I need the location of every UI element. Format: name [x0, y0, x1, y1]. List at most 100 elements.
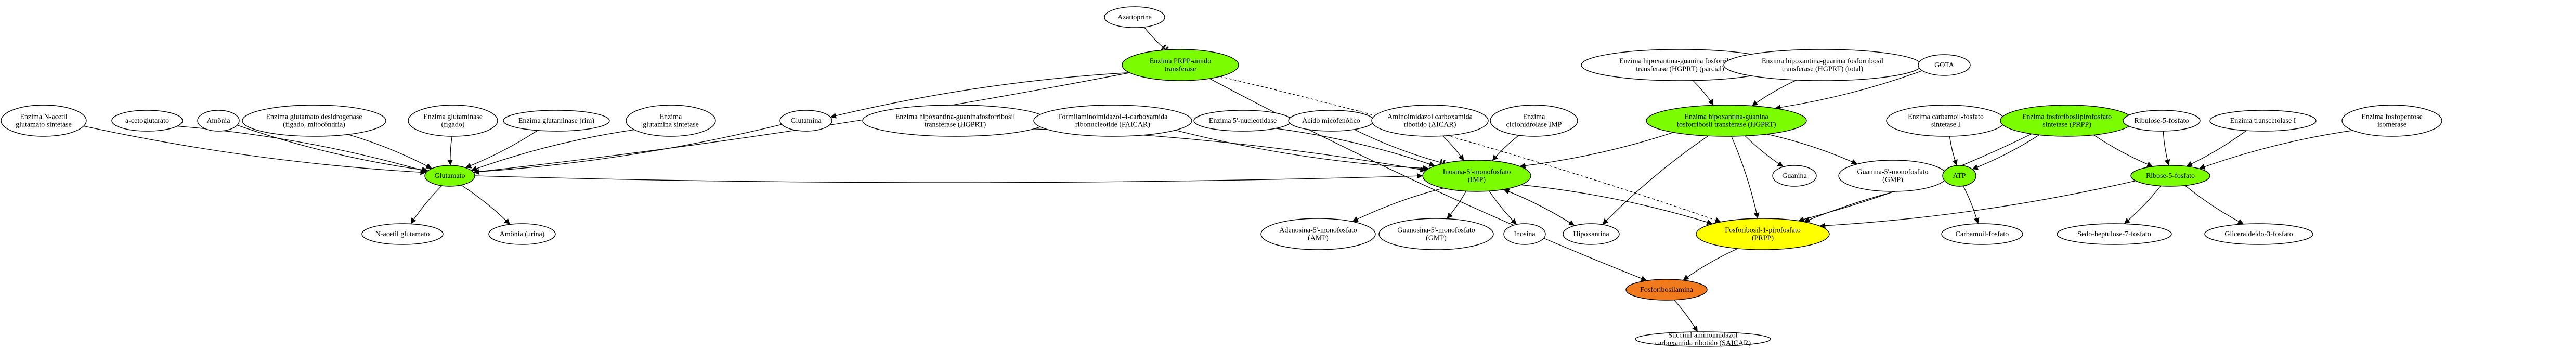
- edge-hgprt_green-to-gmp_right: [1766, 134, 1857, 164]
- edge-line: [1219, 76, 1721, 223]
- edge-line: [1819, 180, 2136, 229]
- node-label-line: isomerase: [2377, 121, 2406, 129]
- node-shape: [488, 223, 556, 245]
- node-label-line: Enzima hipoxantina-guanina: [1684, 113, 1768, 121]
- edge-prpp_amido-to-prpp: [1219, 76, 1721, 223]
- edge-line: [1520, 184, 1713, 225]
- node-gota: GOTA: [1918, 54, 1971, 76]
- node-hgprt-enz: Enzima hipoxantina-guaninafosforribosilt…: [862, 105, 1048, 137]
- node-shape: [2123, 110, 2201, 132]
- node-shape: [1696, 218, 1830, 250]
- edge-line: [1275, 128, 1435, 167]
- edge-imp-to-amp: [1352, 187, 1443, 222]
- edge-imp-to-prpp: [1520, 184, 1713, 225]
- edge-micofenolico-to-imp: [1354, 129, 1446, 167]
- node-label-line: Enzima: [660, 113, 683, 121]
- edge-line: [461, 185, 511, 225]
- node-amonia-urina: Amônia (urina): [488, 223, 556, 245]
- edge-prpp_sint-to-atp: [1972, 134, 2040, 170]
- node-imp: Inosina-5'-monofosfato(IMP): [1422, 160, 1531, 192]
- node-amonia: Amônia: [197, 110, 240, 132]
- edge-line: [2198, 130, 2353, 170]
- node-prpp: Fosforibosil-1-pirofosfato(PRPP): [1696, 218, 1830, 250]
- edge-line: [347, 134, 432, 169]
- node-shape: [197, 110, 240, 132]
- node-label-line: GOTA: [1934, 61, 1955, 69]
- edge-line: [1354, 129, 1446, 167]
- node-hgprt-total: Enzima hipoxantina-guanina fosforribosil…: [1723, 49, 1922, 81]
- node-shape: [1490, 105, 1578, 137]
- edge-line: [474, 173, 1423, 183]
- edge-line: [1442, 135, 1464, 161]
- node-label-line: fosforribosil transferase (HGPRT): [1676, 121, 1776, 129]
- edge-line: [1209, 78, 1647, 281]
- node-label-line: a-cetoglutarato: [125, 117, 169, 125]
- node-label-line: Fosforibosilamina: [1640, 286, 1694, 294]
- node-label-line: (IMP): [1468, 176, 1486, 184]
- node-ribose: Ribose-5-fosfato: [2130, 165, 2210, 187]
- node-label-line: Enzima glutaminase: [423, 113, 483, 121]
- edge-amonia-to-glutamato: [237, 124, 428, 173]
- node-label-line: ribotido (AICAR): [1404, 121, 1456, 129]
- node-label-line: Enzima fosforibosilpirofosfato: [2022, 113, 2112, 121]
- edge-n_acetil_sint-to-glutamato: [83, 125, 426, 175]
- node-label-line: Glutamina: [790, 117, 822, 125]
- edge-line: [1175, 130, 1429, 172]
- node-label-line: Amônia (urina): [500, 230, 545, 238]
- edges-layer: [83, 27, 2353, 332]
- node-shape: [1942, 165, 1976, 187]
- edge-hipoxantina-to-imp: [1503, 188, 1575, 226]
- node-shape: [1371, 105, 1489, 137]
- edge-aicar-to-imp: [1442, 135, 1464, 161]
- node-label-line: Sedo-heptulose-7-fosfato: [2077, 230, 2151, 238]
- node-shape: [2130, 165, 2210, 187]
- node-label-line: transferase (HGPRT): [925, 121, 986, 129]
- node-label-line: transferase (HGPRT) (parcial): [1636, 66, 1724, 73]
- node-label-line: glutamato sintetase: [16, 121, 72, 129]
- edge-line: [1674, 300, 1698, 332]
- edge-line: [1963, 186, 1980, 224]
- node-label-line: Azatioprina: [1117, 14, 1152, 21]
- edge-line: [1492, 135, 1519, 161]
- node-label-line: Enzima hipoxantina-guanina fosforribosil: [1762, 58, 1883, 66]
- node-label-line: Ribose-5-fosfato: [2146, 172, 2195, 180]
- edge-transcetolase-to-ribose: [2186, 130, 2247, 167]
- node-glutamina: Glutamina: [779, 110, 832, 132]
- edge-glutamato-to-n_acetil_glut: [410, 185, 443, 224]
- edge-nucleotidase-to-imp: [1275, 128, 1435, 167]
- edge-ribose-to-gliceraldeido: [2184, 185, 2244, 225]
- edge-hgprt_green-to-imp: [1519, 132, 1674, 169]
- node-label-line: Inosina: [1514, 230, 1536, 238]
- node-label-line: (fígado, mitocôndria): [283, 121, 345, 129]
- node-shape: [1635, 331, 1771, 347]
- edge-line: [1731, 136, 1760, 219]
- node-label-line: Amônia: [206, 117, 230, 125]
- edge-hgprt_green-to-guanina: [1745, 135, 1784, 167]
- node-label-line: Enzima carbamoil-fosfato: [1908, 113, 1984, 121]
- node-shape: [361, 223, 444, 245]
- edge-atp-to-carbamoil_fosf: [1963, 186, 1980, 224]
- node-shape: [2341, 105, 2442, 137]
- node-shape: [1941, 223, 2023, 245]
- edge-line: [1972, 134, 2040, 170]
- edge-line: [1751, 80, 1797, 107]
- node-label-line: (GMP): [1882, 176, 1903, 184]
- node-shape: [1503, 223, 1546, 245]
- node-micofenolico: Ácido micofenólico: [1288, 110, 1374, 132]
- node-label-line: Formilaminoimidazol-4-carboxamida: [1058, 113, 1168, 121]
- edge-glutamato-to-imp: [474, 173, 1423, 183]
- edge-ribulose-to-ribose: [2163, 131, 2170, 166]
- edge-hgprt_green-to-hipoxantina: [1602, 135, 1709, 225]
- edge-line: [2163, 131, 2170, 166]
- node-shape: [1104, 6, 1165, 28]
- node-label-line: N-acetil glutamato: [375, 230, 430, 238]
- edge-line: [1489, 190, 1517, 225]
- node-label-line: Ácido micofenólico: [1302, 116, 1360, 125]
- edge-glutamina-to-glutamato: [473, 124, 782, 175]
- edge-glutaminase_r-to-glutamato: [465, 130, 538, 169]
